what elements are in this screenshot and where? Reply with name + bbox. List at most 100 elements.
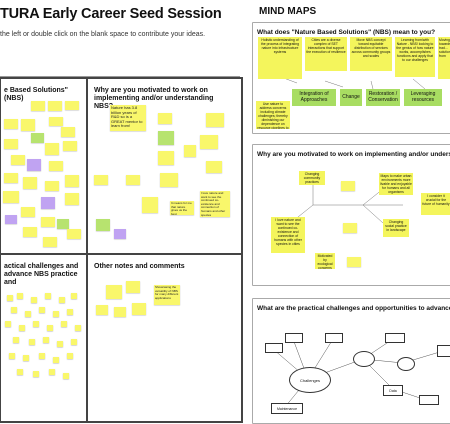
sticky-note[interactable] (47, 325, 53, 331)
mindmap-q3-center-node[interactable]: Challenges (289, 367, 331, 393)
mindmap-q1-theme-4[interactable]: Leveraging resources (404, 89, 442, 106)
frame-nbs-definitions[interactable]: e Based Solutions" (NBS) (0, 77, 89, 257)
sticky-note-showcase[interactable]: Showcasing the versatility of NBS for ma… (154, 285, 180, 305)
mindmap-q1-theme-1[interactable]: Integration of Approaches (292, 89, 336, 106)
sticky-note[interactable] (43, 337, 49, 343)
mindmap-q2-note-5[interactable]: I consider it crucial for the future of … (421, 193, 450, 215)
mindmap-q3-node[interactable] (265, 343, 283, 353)
sticky-note[interactable] (158, 113, 172, 124)
sticky-note[interactable] (341, 181, 355, 191)
mindmap-q1-theme-2[interactable]: Change (340, 89, 362, 106)
sticky-note[interactable] (21, 207, 35, 217)
sticky-note[interactable] (75, 325, 81, 331)
sticky-note[interactable] (94, 175, 108, 185)
sticky-note[interactable] (21, 119, 35, 131)
sticky-note[interactable] (4, 119, 18, 129)
sticky-note[interactable] (4, 173, 18, 183)
sticky-note[interactable] (23, 177, 37, 189)
sticky-note[interactable] (158, 131, 174, 145)
sticky-note[interactable] (9, 353, 15, 359)
sticky-note[interactable] (19, 325, 25, 331)
sticky-note[interactable] (3, 191, 19, 203)
sticky-note-mentor[interactable]: Nature has 3.8 billion years of R&D so i… (110, 105, 146, 131)
sticky-note[interactable] (65, 175, 79, 187)
sticky-note[interactable] (33, 321, 39, 327)
sticky-note[interactable] (114, 307, 126, 317)
sticky-note[interactable] (27, 159, 41, 171)
mindmap-q3-node[interactable] (353, 351, 375, 367)
mindmap-q2-note-1[interactable]: Changing community practices (299, 171, 325, 185)
sticky-note[interactable] (63, 373, 69, 379)
sticky-note[interactable] (45, 143, 59, 155)
sticky-note[interactable] (59, 297, 65, 303)
mindmap-q2[interactable]: Why are you motivated to work on impleme… (252, 144, 450, 286)
sticky-note[interactable] (57, 219, 69, 229)
sticky-note[interactable] (67, 353, 73, 359)
sticky-note[interactable] (206, 113, 224, 127)
sticky-note[interactable] (11, 155, 25, 165)
sticky-note[interactable] (49, 117, 63, 126)
sticky-note[interactable] (39, 307, 45, 313)
sticky-note[interactable] (25, 311, 31, 317)
sticky-note[interactable] (184, 145, 196, 157)
sticky-note[interactable] (39, 353, 45, 359)
mindmap-q3-node[interactable] (285, 333, 303, 343)
mindmap-q3-data-node[interactable]: Data (383, 385, 403, 396)
mindmap-q1-box-3[interactable]: Move NBS concept toward equitable distri… (350, 37, 392, 71)
sticky-note[interactable] (61, 321, 67, 327)
sticky-note[interactable] (65, 193, 79, 205)
sticky-note[interactable] (5, 321, 11, 327)
sticky-note[interactable] (126, 175, 140, 185)
sticky-note[interactable] (126, 281, 140, 293)
sticky-note[interactable] (114, 229, 126, 239)
sticky-note[interactable] (4, 139, 18, 149)
sticky-note[interactable] (96, 305, 108, 315)
mindmap-q3[interactable]: What are the practical challenges and op… (252, 298, 450, 424)
sticky-note[interactable] (158, 151, 174, 165)
mindmap-q3-node[interactable] (437, 345, 450, 357)
whiteboard[interactable]: e Based Solutions" (NBS) Why are you mot… (0, 76, 243, 423)
frame-challenges[interactable]: actical challenges and advance NBS pract… (0, 253, 89, 423)
sticky-note[interactable] (206, 161, 222, 173)
sticky-note[interactable] (57, 341, 63, 347)
sticky-note-love[interactable]: I love nature and want to see the contin… (200, 191, 230, 217)
mindmap-q3-node[interactable] (419, 395, 439, 405)
sticky-note[interactable] (63, 141, 77, 151)
sticky-note[interactable] (343, 223, 357, 233)
sticky-note[interactable] (41, 197, 55, 209)
sticky-note[interactable] (43, 237, 57, 247)
mindmap-q2-note-6[interactable]: Motivated by ecological concerns (315, 253, 335, 269)
sticky-note[interactable] (41, 217, 55, 227)
sticky-note[interactable] (23, 227, 37, 237)
sticky-note[interactable] (142, 197, 158, 213)
sticky-note[interactable] (31, 297, 37, 303)
sticky-note[interactable] (49, 161, 63, 171)
sticky-note[interactable] (23, 355, 29, 361)
sticky-note[interactable] (67, 309, 73, 315)
mindmap-q3-node[interactable] (385, 333, 405, 343)
sticky-note[interactable] (17, 369, 23, 375)
sticky-note[interactable] (11, 307, 17, 313)
mindmap-q1-box-4[interactable]: Learning from/with Nature - NBS! looking… (395, 37, 435, 77)
sticky-note[interactable] (61, 127, 75, 137)
sticky-note[interactable] (132, 303, 146, 315)
sticky-note[interactable] (65, 101, 79, 110)
mindmap-q1-side-note[interactable]: Use nature to address concerns including… (256, 101, 290, 129)
sticky-note[interactable] (48, 101, 62, 111)
sticky-note-planet[interactable]: It means for me that nature gives us the… (170, 201, 194, 215)
sticky-note[interactable] (33, 371, 39, 377)
mindmap-q1-box-1[interactable]: Holistic understanding of the process of… (258, 37, 302, 79)
sticky-note[interactable] (5, 215, 17, 224)
sticky-note[interactable] (71, 293, 77, 299)
mindmap-q3-maintenance-node[interactable]: Maintenance (271, 403, 303, 414)
sticky-note[interactable] (160, 173, 178, 187)
sticky-note[interactable] (13, 337, 19, 343)
mindmap-q1-box-2[interactable]: Cities are a diverse complex of SET inte… (305, 37, 347, 71)
sticky-note[interactable] (71, 339, 77, 345)
mindmap-q3-node[interactable] (325, 333, 343, 343)
sticky-note[interactable] (31, 133, 44, 143)
frame-other-notes[interactable]: Other notes and comments Showcasing the … (86, 253, 243, 423)
sticky-note[interactable] (7, 295, 13, 301)
sticky-note[interactable] (67, 229, 81, 239)
sticky-note[interactable] (106, 285, 122, 299)
